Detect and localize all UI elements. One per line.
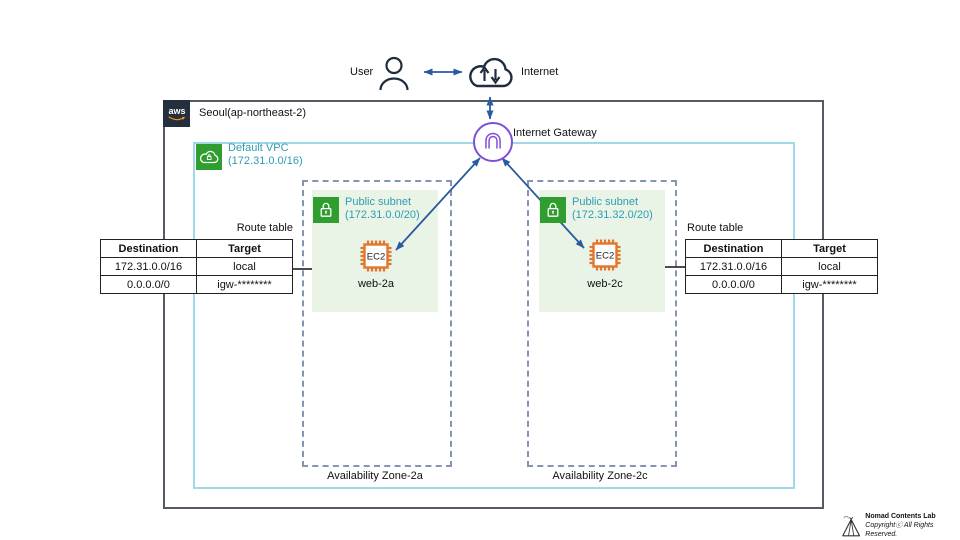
- header-destination: Destination: [685, 239, 782, 258]
- internet-cloud-icon: [469, 57, 513, 88]
- subnet-2c-icon: [540, 197, 566, 223]
- cell-target: local: [780, 257, 879, 276]
- ec2-web2a-icon: EC2: [360, 240, 392, 272]
- table-row: 172.31.0.0/16 local: [100, 257, 294, 276]
- table-row: 0.0.0.0/0 igw-********: [685, 275, 879, 294]
- vpc-box: [193, 142, 795, 489]
- cell-destination: 172.31.0.0/16: [685, 257, 782, 276]
- subnet-2c-label: Public subnet (172.31.32.0/20): [572, 196, 653, 222]
- cell-target: igw-********: [195, 275, 294, 294]
- subnet-2a-cidr: (172.31.0.0/20): [345, 209, 420, 221]
- vpc-cidr: (172.31.0.0/16): [228, 155, 303, 167]
- internet-gateway-icon: [473, 122, 513, 162]
- vpc-name: Default VPC: [228, 142, 289, 154]
- web2a-label: web-2a: [357, 278, 395, 290]
- aws-logo: aws: [163, 100, 190, 127]
- aws-logo-glyph: aws: [167, 106, 186, 120]
- internet-gateway-label: Internet Gateway: [513, 127, 597, 139]
- gateway-glyph: [485, 132, 501, 149]
- subnet-2c-name: Public subnet: [572, 196, 639, 208]
- subnet-2a-label: Public subnet (172.31.0.0/20): [345, 196, 420, 222]
- ec2-web2c-icon: EC2: [589, 239, 621, 271]
- lock-icon: [320, 202, 332, 217]
- cell-destination: 0.0.0.0/0: [100, 275, 197, 294]
- svg-text:aws: aws: [168, 106, 185, 116]
- region-box: [163, 100, 824, 509]
- table-row: 0.0.0.0/0 igw-********: [100, 275, 294, 294]
- availability-zone-2a-label: Availability Zone-2a: [327, 470, 423, 482]
- subnet-2a-name: Public subnet: [345, 196, 412, 208]
- route-table-right-title: Route table: [687, 222, 744, 234]
- footer-brand: Nomad Contents Lab Copyrightⓒ All Rights…: [840, 513, 960, 539]
- availability-zone-2a-box: [302, 180, 452, 467]
- svg-text:EC2: EC2: [367, 252, 385, 263]
- table-header-row: Destination Target: [685, 239, 879, 258]
- web2c-label: web-2c: [587, 278, 623, 290]
- route-table-left-title: Route table: [236, 222, 293, 234]
- tent-logo-icon: [842, 515, 861, 536]
- subnet-2a-icon: [313, 197, 339, 223]
- footer-brand-name: Nomad Contents Lab: [865, 513, 936, 520]
- internet-label: Internet: [521, 66, 559, 78]
- header-target: Target: [195, 239, 294, 258]
- subnet-2c-cidr: (172.31.32.0/20): [572, 209, 653, 221]
- cell-target: local: [195, 257, 294, 276]
- user-icon: [379, 56, 409, 91]
- table-header-row: Destination Target: [100, 239, 294, 258]
- footer-copyright: Copyrightⓒ All Rights Reserved.: [865, 522, 934, 538]
- route-table-right: Destination Target 172.31.0.0/16 local 0…: [685, 239, 879, 294]
- route-table-left: Destination Target 172.31.0.0/16 local 0…: [100, 239, 294, 294]
- lock-icon: [547, 202, 559, 217]
- header-target: Target: [780, 239, 879, 258]
- availability-zone-2c-label: Availability Zone-2c: [552, 470, 648, 482]
- svg-text:EC2: EC2: [596, 251, 614, 262]
- user-label: User: [350, 66, 374, 78]
- region-label: Seoul(ap-northeast-2): [199, 107, 307, 119]
- vpc-icon: [196, 144, 222, 170]
- cell-destination: 172.31.0.0/16: [100, 257, 197, 276]
- header-destination: Destination: [100, 239, 197, 258]
- table-row: 172.31.0.0/16 local: [685, 257, 879, 276]
- vpc-label: Default VPC (172.31.0.0/16): [228, 142, 303, 168]
- cell-destination: 0.0.0.0/0: [685, 275, 782, 294]
- vpc-cloud-glyph: [199, 150, 219, 164]
- availability-zone-2c-box: [527, 180, 677, 467]
- footer-text: Nomad Contents Lab Copyrightⓒ All Rights…: [865, 513, 960, 539]
- cell-target: igw-********: [780, 275, 879, 294]
